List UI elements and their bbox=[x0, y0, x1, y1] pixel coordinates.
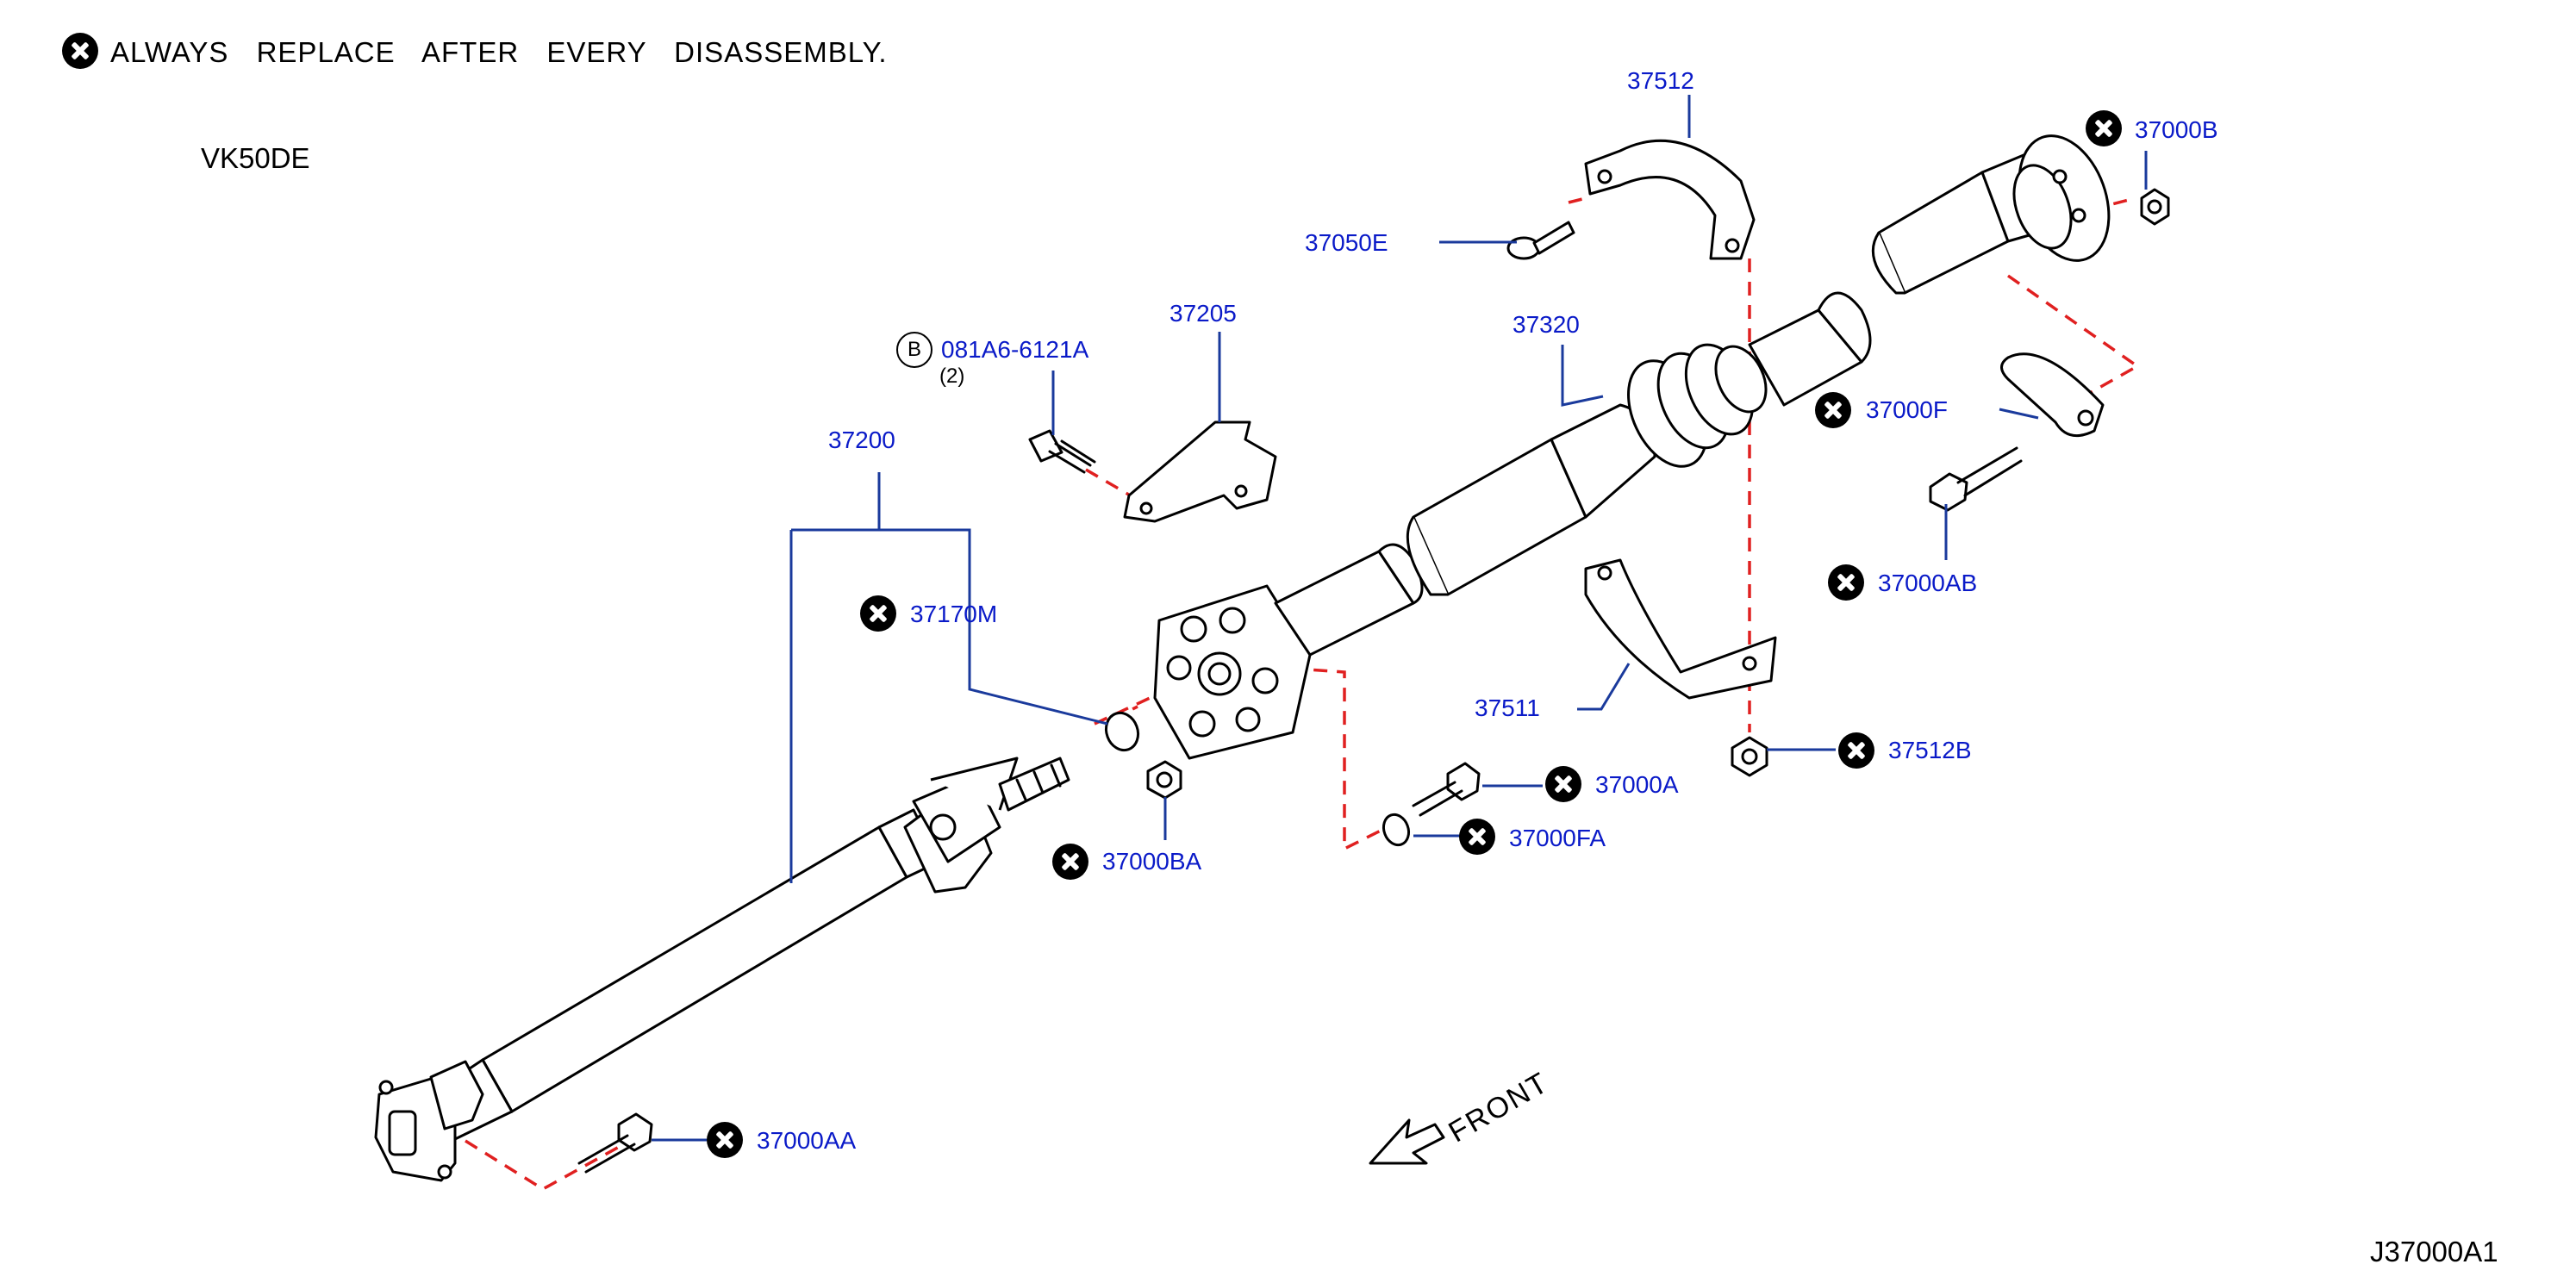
illustration-id: J37000A1 bbox=[2370, 1236, 2498, 1267]
x-circle-icon bbox=[1838, 732, 1874, 769]
o-ring-37170m bbox=[1104, 711, 1140, 752]
part-37205[interactable]: 37205 bbox=[1169, 300, 1237, 327]
part-37000fa[interactable]: 37000FA bbox=[1509, 825, 1606, 851]
propeller-shaft-center bbox=[1274, 403, 1656, 657]
x-circle-icon bbox=[1459, 819, 1495, 855]
x-circle-icon bbox=[1815, 392, 1851, 428]
notice-text: ALWAYS REPLACE AFTER EVERY DISASSEMBLY. bbox=[110, 36, 888, 68]
bearing-bracket-upper bbox=[1584, 139, 1756, 260]
front-arrow-icon bbox=[1369, 1118, 1445, 1165]
part-37512[interactable]: 37512 bbox=[1627, 67, 1694, 94]
part-37050e[interactable]: 37050E bbox=[1305, 229, 1388, 256]
heat-insulator bbox=[1123, 420, 1277, 523]
b-symbol-icon: B bbox=[896, 332, 932, 368]
nut-37000b bbox=[2140, 188, 2170, 226]
part-37320[interactable]: 37320 bbox=[1513, 311, 1580, 338]
bolt-37000a bbox=[1412, 762, 1481, 817]
part-37170m[interactable]: 37170M bbox=[910, 601, 998, 627]
x-circle-icon bbox=[62, 33, 98, 69]
part-37000ab[interactable]: 37000AB bbox=[1878, 570, 1978, 596]
leader-lines bbox=[652, 95, 2148, 1142]
part-081a6-6121a[interactable]: 081A6-6121A bbox=[941, 336, 1089, 363]
center-bearing bbox=[1627, 343, 1768, 468]
washer-37000fa bbox=[1382, 813, 1411, 847]
engine-code: VK50DE bbox=[201, 142, 310, 174]
flex-coupling bbox=[1153, 584, 1312, 760]
bolt-37050e bbox=[1506, 221, 1575, 260]
part-37000f[interactable]: 37000F bbox=[1866, 396, 1948, 423]
x-circle-icon bbox=[860, 595, 896, 632]
x-circle-icon bbox=[1052, 844, 1088, 880]
x-circle-icon bbox=[707, 1122, 743, 1158]
x-circle-icon bbox=[2086, 110, 2122, 146]
bolt-37000aa bbox=[577, 1112, 653, 1174]
part-37200[interactable]: 37200 bbox=[828, 427, 895, 453]
washer-37000f bbox=[2000, 352, 2105, 438]
nut-37512b bbox=[1731, 736, 1768, 777]
nut-37000ba bbox=[1146, 760, 1182, 800]
front-flange bbox=[2012, 134, 2111, 262]
x-circle-icon bbox=[1545, 766, 1581, 802]
bolt-37000ab bbox=[1929, 446, 2023, 512]
part-37000aa[interactable]: 37000AA bbox=[757, 1127, 857, 1154]
quantity-081a6: (2) bbox=[939, 364, 965, 388]
part-37000b[interactable]: 37000B bbox=[2135, 116, 2218, 143]
part-37511[interactable]: 37511 bbox=[1475, 694, 1540, 721]
bolt-081a6 bbox=[1028, 429, 1096, 474]
part-37000a[interactable]: 37000A bbox=[1595, 771, 1679, 798]
universal-joint-front bbox=[877, 757, 1070, 894]
part-37512b[interactable]: 37512B bbox=[1888, 737, 1972, 763]
bearing-bracket-lower bbox=[1584, 558, 1777, 700]
part-37000ba[interactable]: 37000BA bbox=[1102, 848, 1202, 875]
x-circle-icon bbox=[1828, 564, 1864, 601]
propeller-shaft-rear bbox=[374, 825, 908, 1182]
